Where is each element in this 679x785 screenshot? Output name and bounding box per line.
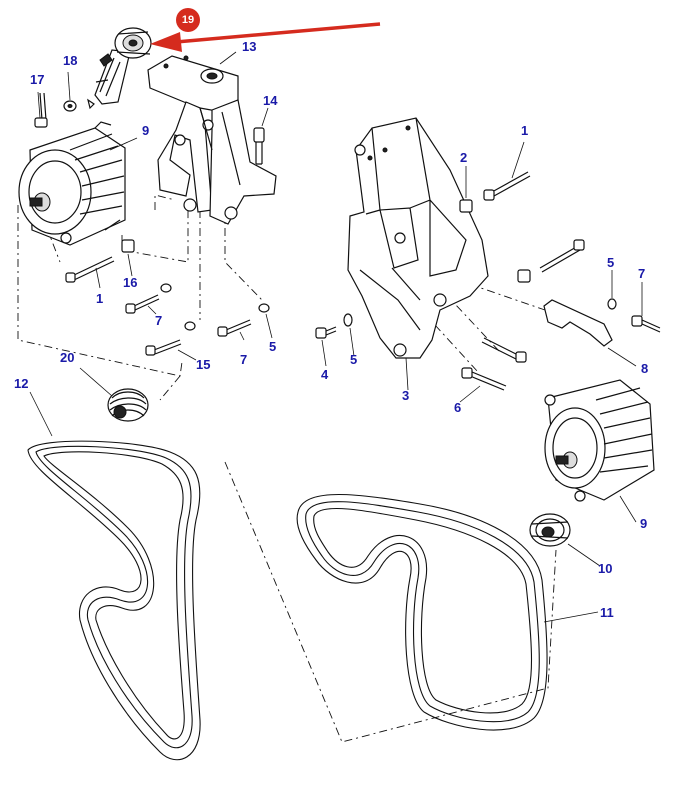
part-label-9-left: 9 [142, 123, 150, 138]
pulley-part-10 [529, 513, 571, 547]
serpentine-belt-part-12 [27, 440, 201, 761]
part-label-16: 16 [123, 275, 138, 290]
part-label-7-left: 7 [155, 313, 163, 328]
part-label-1-right: 1 [521, 123, 529, 138]
fasteners-right [315, 171, 661, 391]
part-label-7-right: 7 [638, 266, 646, 281]
part-label-4: 4 [321, 367, 329, 382]
part-label-13: 13 [242, 39, 257, 54]
part-label-8: 8 [641, 361, 649, 376]
part-label-17: 17 [30, 72, 45, 87]
part-label-1-left: 1 [96, 291, 104, 306]
part-label-9-right: 9 [640, 516, 648, 531]
bolt-part-14 [253, 127, 265, 165]
part-label-2: 2 [460, 150, 468, 165]
fasteners-left [34, 92, 270, 356]
callout-badge-19: 19 [176, 8, 200, 32]
mounting-bracket-part-3 [347, 117, 489, 359]
part-label-11: 11 [600, 605, 614, 620]
part-label-6: 6 [454, 400, 462, 415]
serpentine-belt-part-11 [296, 494, 548, 731]
part-label-5-left: 5 [269, 339, 277, 354]
part-label-15: 15 [196, 357, 211, 372]
part-label-14: 14 [263, 93, 278, 108]
spring-pulley-part-20 [107, 388, 149, 422]
part-label-7-mid: 7 [240, 352, 248, 367]
part-label-18: 18 [63, 53, 78, 68]
red-pointer-arrow [150, 22, 381, 52]
part-label-10: 10 [598, 561, 613, 576]
part-label-3: 3 [402, 388, 410, 403]
leader-lines [29, 51, 643, 623]
part-label-12: 12 [14, 376, 29, 391]
alternator-right-part-9 [544, 379, 655, 502]
belt-tensioner-part-19 [87, 27, 152, 110]
alternator-left-part-9 [18, 121, 126, 246]
mounting-bracket-part-13 [147, 55, 277, 225]
part-label-5-center: 5 [350, 352, 358, 367]
part-label-20: 20 [60, 350, 75, 365]
part-label-5-right: 5 [607, 255, 615, 270]
